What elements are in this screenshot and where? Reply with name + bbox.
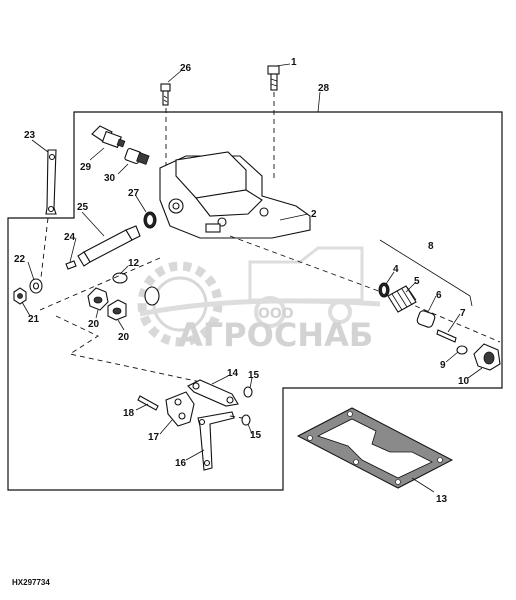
callout-9: 9 <box>440 360 446 371</box>
part-21-nut <box>13 287 27 305</box>
part-12-o-ring-top <box>112 272 128 284</box>
assembly-frame <box>7 111 503 491</box>
callout-1: 1 <box>291 57 297 68</box>
callout-16: 16 <box>175 458 187 469</box>
callout-27: 27 <box>128 188 140 199</box>
part-24-pin <box>65 260 77 270</box>
leader-lines <box>21 63 483 493</box>
part-1-bolt <box>267 65 280 91</box>
callout-14: 14 <box>227 368 239 379</box>
part-6-poppet <box>416 310 436 328</box>
callout-20-right: 20 <box>118 332 130 343</box>
callout-22: 22 <box>14 254 26 265</box>
callout-12: 12 <box>128 258 140 269</box>
part-10-plug <box>473 343 501 371</box>
part-29-pressure-switch <box>91 125 126 149</box>
part-26-bolt <box>160 83 171 106</box>
watermark-harvester-icon <box>248 246 364 328</box>
callout-13: 13 <box>436 494 448 505</box>
part-16-connecting-link <box>197 411 235 471</box>
watermark-brand: АГРОСНАБ <box>178 316 373 354</box>
callout-labels: 1 2 4 5 6 7 8 9 10 12 13 14 15 15 16 17 … <box>14 57 470 505</box>
part-2-valve-housing <box>159 151 311 239</box>
part-18-roll-pin <box>137 395 159 411</box>
part-27-seal-ring <box>143 211 157 229</box>
callout-2: 2 <box>311 209 317 220</box>
callout-26: 26 <box>180 63 192 74</box>
callout-4: 4 <box>393 264 399 275</box>
callout-20-left: 20 <box>88 319 100 330</box>
callout-24: 24 <box>64 232 76 243</box>
callout-7: 7 <box>460 308 466 319</box>
callout-17: 17 <box>148 432 160 443</box>
part-15-snap-ring-bottom <box>241 414 251 426</box>
callout-15-top: 15 <box>248 370 260 381</box>
part-17-lever <box>165 391 195 427</box>
callout-25: 25 <box>77 202 89 213</box>
callout-10: 10 <box>458 376 470 387</box>
part-20-plug-right <box>107 299 127 321</box>
callout-15-bottom: 15 <box>250 430 262 441</box>
callout-29: 29 <box>80 162 92 173</box>
callout-8: 8 <box>428 241 434 252</box>
part-5-spring <box>387 285 417 313</box>
part-15-snap-ring-top <box>243 386 253 398</box>
callout-18: 18 <box>123 408 135 419</box>
callout-28: 28 <box>318 83 330 94</box>
watermark-prefix: ООО <box>258 306 294 322</box>
part-22-washer <box>29 278 43 294</box>
callout-30: 30 <box>104 173 116 184</box>
callout-6: 6 <box>436 290 442 301</box>
callout-5: 5 <box>414 276 420 287</box>
part-14-link-arm <box>187 379 239 407</box>
part-7-pin <box>436 329 457 343</box>
callout-23: 23 <box>24 130 36 141</box>
part-9-o-ring <box>456 345 468 355</box>
watermark: ООО АГРОСНАБ <box>137 246 381 354</box>
part-12-o-ring-bottom <box>144 286 160 306</box>
part-4-o-ring <box>378 282 390 298</box>
part-25-spool-shaft <box>77 225 141 267</box>
part-23-link-rod <box>45 149 57 215</box>
figure-code: HX297734 <box>12 578 50 587</box>
callout-21: 21 <box>28 314 40 325</box>
bracket-8 <box>379 239 473 307</box>
part-20-plug-left <box>87 287 109 311</box>
part-13-gasket <box>296 407 454 489</box>
part-30-fitting <box>124 147 150 165</box>
